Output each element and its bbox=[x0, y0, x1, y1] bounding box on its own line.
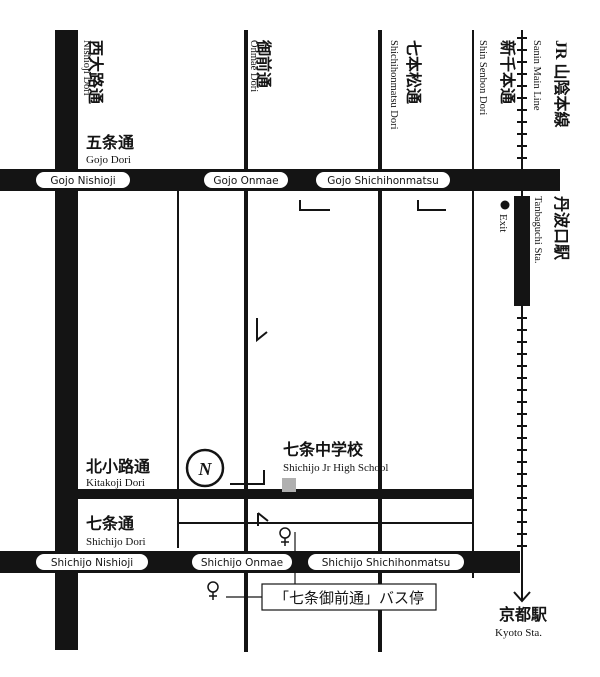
route-arrow-icon bbox=[256, 318, 268, 343]
shichihonmatsu-en: Shichihonmatsu Dori bbox=[388, 40, 399, 130]
shichijo-jp: 七条通 bbox=[86, 514, 134, 533]
school-en: Shichijo Jr High School bbox=[283, 462, 388, 474]
svg-text:Gojo Shichihonmatsu: Gojo Shichihonmatsu bbox=[327, 175, 438, 187]
bus-stop-legend-icon bbox=[207, 581, 219, 600]
route-arrow-icon bbox=[230, 470, 265, 485]
svg-text:Shichijo Shichihonmatsu: Shichijo Shichihonmatsu bbox=[322, 557, 450, 569]
school-jp: 七条中学校 bbox=[283, 440, 364, 459]
shin-senbon-jp: 新千本通 bbox=[498, 40, 517, 104]
shichijo-shichihonmatsu-pill: Shichijo Shichihonmatsu bbox=[308, 554, 464, 570]
gojo-en: Gojo Dori bbox=[86, 154, 131, 166]
svg-text:N: N bbox=[198, 459, 213, 479]
route-arrow-icon bbox=[257, 512, 269, 526]
svg-text:「七条御前通」バス停: 「七条御前通」バス停 bbox=[274, 590, 424, 607]
kitakoji-road bbox=[78, 489, 473, 499]
bus-stop-label-box: 「七条御前通」バス停 bbox=[261, 583, 437, 611]
tanbaguchi-jp: 丹波口駅 bbox=[552, 196, 571, 261]
gojo-shichihonmatsu-pill: Gojo Shichihonmatsu bbox=[316, 172, 450, 188]
kitakoji-jp: 北小路通 bbox=[86, 457, 150, 476]
tanbaguchi-en: Tanbaguchi Sta. bbox=[532, 196, 543, 264]
nishioji-jp: 西大路通 bbox=[86, 40, 105, 104]
gojo-onmae-pill: Gojo Onmae bbox=[204, 172, 288, 188]
tanbaguchi-station bbox=[514, 196, 530, 306]
nishioji-en: Nishioji Dori bbox=[81, 40, 92, 96]
onmae-jp: 御前通 bbox=[254, 39, 273, 88]
bus-stop-leader-line bbox=[226, 532, 296, 598]
onmae-en: Onmae Dori bbox=[248, 40, 259, 92]
svg-text:Shichijo Onmae: Shichijo Onmae bbox=[201, 557, 283, 569]
bus-stop-icon bbox=[279, 527, 291, 546]
shichijo-nishioji-pill: Shichijo Nishioji bbox=[36, 554, 148, 570]
gojo-jp: 五条通 bbox=[86, 133, 134, 152]
svg-text:Gojo Onmae: Gojo Onmae bbox=[213, 175, 278, 187]
compass-icon: N bbox=[185, 448, 225, 488]
railway-jp: JR 山陰本線 bbox=[552, 40, 571, 128]
svg-text:Gojo Nishioji: Gojo Nishioji bbox=[50, 175, 115, 187]
school-marker bbox=[282, 478, 296, 492]
kitakoji-en: Kitakoji Dori bbox=[86, 477, 145, 489]
route-arrow-icon bbox=[299, 200, 330, 211]
exit-dot-icon bbox=[500, 200, 510, 210]
gojo-nishioji-pill: Gojo Nishioji bbox=[36, 172, 130, 188]
svg-text:Shichijo Nishioji: Shichijo Nishioji bbox=[51, 557, 133, 569]
shichijo-onmae-pill: Shichijo Onmae bbox=[192, 554, 292, 570]
route-arrow-icon bbox=[417, 200, 446, 211]
shichihonmatsu-jp: 七本松通 bbox=[404, 40, 423, 104]
exit-label: Exit bbox=[497, 214, 509, 232]
kyoto-arrow-icon bbox=[513, 591, 531, 603]
kyoto-jp: 京都駅 bbox=[499, 605, 548, 624]
kyoto-en: Kyoto Sta. bbox=[495, 627, 542, 639]
shin-senbon-en: Shin Senbon Dori bbox=[477, 40, 488, 115]
shichijo-en: Shichijo Dori bbox=[86, 536, 146, 548]
railway-ties bbox=[517, 37, 527, 547]
railway-en: Sanin Main Line bbox=[531, 40, 542, 111]
